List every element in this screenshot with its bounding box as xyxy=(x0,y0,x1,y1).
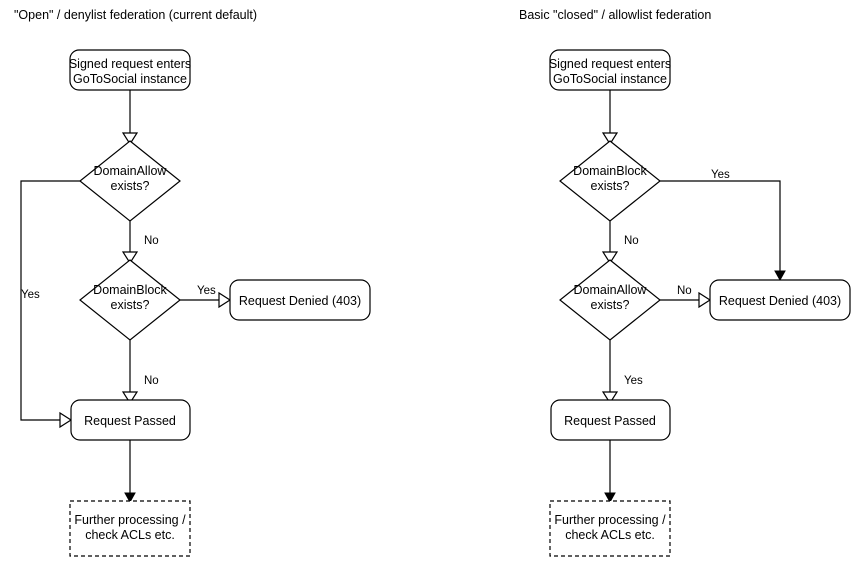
node-request-passed-left-label: Request Passed xyxy=(84,414,176,428)
node-request-denied-left: Request Denied (403) xyxy=(229,279,371,321)
edge-label-domainallow-yes-left: Yes xyxy=(21,289,40,301)
node-further-processing-right-label-line2: check ACLs etc. xyxy=(565,528,655,542)
arrowhead-domainblock-yes-right xyxy=(774,270,786,282)
arrowhead-passed-to-further-right xyxy=(604,492,616,504)
node-start-left: Signed request enters GoToSocial instanc… xyxy=(69,49,191,91)
arrowhead-domainallow-yes-right xyxy=(601,391,619,405)
node-decision-domainallow-left-label-line2: exists? xyxy=(111,179,150,193)
arrowhead-domainallow-no-left xyxy=(121,251,139,265)
node-further-processing-left-label-line2: check ACLs etc. xyxy=(85,528,175,542)
arrowhead-domainblock-yes-left xyxy=(218,291,232,309)
node-start-left-label-line2: GoToSocial instance xyxy=(73,72,187,86)
node-decision-domainallow-right: DomainAllow exists? xyxy=(559,259,661,341)
node-start-right-label-line2: GoToSocial instance xyxy=(553,72,667,86)
node-further-processing-right-shape xyxy=(549,500,671,557)
edge-domainblock-yes-right xyxy=(660,180,781,272)
node-request-denied-right: Request Denied (403) xyxy=(709,279,851,321)
edge-label-domainallow-no-right: No xyxy=(677,285,692,297)
node-start-left-label-line1: Signed request enters xyxy=(69,57,191,71)
node-decision-domainblock-left: DomainBlock exists? xyxy=(79,259,181,341)
node-decision-domainallow-right-label-line1: DomainAllow xyxy=(574,283,648,297)
arrowhead-domainallow-no-right xyxy=(698,291,712,309)
edge-label-domainallow-yes-right: Yes xyxy=(624,375,643,387)
node-request-denied-left-label: Request Denied (403) xyxy=(239,294,361,308)
node-start-right-label-line1: Signed request enters xyxy=(549,57,671,71)
node-start-right: Signed request enters GoToSocial instanc… xyxy=(549,49,671,91)
edge-label-domainblock-yes-left: Yes xyxy=(197,285,216,297)
edge-label-domainblock-no-right: No xyxy=(624,235,639,247)
arrowhead-passed-to-further-left xyxy=(124,492,136,504)
node-request-denied-right-label: Request Denied (403) xyxy=(719,294,841,308)
edge-domainallow-yes-left xyxy=(20,180,80,421)
node-further-processing-right: Further processing / check ACLs etc. xyxy=(549,500,671,557)
node-further-processing-left: Further processing / check ACLs etc. xyxy=(69,500,191,557)
node-decision-domainblock-left-label-line2: exists? xyxy=(111,298,150,312)
node-decision-domainblock-right-label-line1: DomainBlock xyxy=(573,164,647,178)
node-further-processing-left-label-line1: Further processing / xyxy=(74,513,186,527)
diagram-open-denylist: "Open" / denylist federation (current de… xyxy=(14,8,371,557)
node-request-denied-left-shape xyxy=(229,279,371,321)
node-further-processing-right-label-line1: Further processing / xyxy=(554,513,666,527)
diagram-title-open-denylist: "Open" / denylist federation (current de… xyxy=(14,8,257,22)
edge-label-domainblock-no-left: No xyxy=(144,375,159,387)
node-request-denied-right-shape xyxy=(709,279,851,321)
arrowhead-start-to-domainblock-right xyxy=(601,132,619,146)
arrowhead-domainblock-no-left xyxy=(121,391,139,405)
diagram-title-closed-allowlist: Basic "closed" / allowlist federation xyxy=(519,8,711,22)
node-decision-domainblock-right-label-line2: exists? xyxy=(591,179,630,193)
node-decision-domainallow-right-label-line2: exists? xyxy=(591,298,630,312)
edge-label-domainblock-yes-right: Yes xyxy=(711,169,730,181)
node-request-passed-left: Request Passed xyxy=(70,399,191,441)
node-request-passed-right-label: Request Passed xyxy=(564,414,656,428)
node-decision-domainblock-right: DomainBlock exists? xyxy=(559,140,661,222)
arrowhead-start-to-domainallow-left xyxy=(121,132,139,146)
node-decision-domainallow-left-label-line1: DomainAllow xyxy=(94,164,168,178)
arrowhead-domainallow-yes-left xyxy=(59,411,73,429)
node-further-processing-left-shape xyxy=(69,500,191,557)
arrowhead-domainblock-no-right xyxy=(601,251,619,265)
node-decision-domainblock-left-label-line1: DomainBlock xyxy=(93,283,167,297)
node-request-passed-right: Request Passed xyxy=(550,399,671,441)
edge-label-domainallow-no-left: No xyxy=(144,235,159,247)
node-decision-domainallow-left: DomainAllow exists? xyxy=(79,140,181,222)
diagram-closed-allowlist: Basic "closed" / allowlist federation Si… xyxy=(519,8,851,557)
